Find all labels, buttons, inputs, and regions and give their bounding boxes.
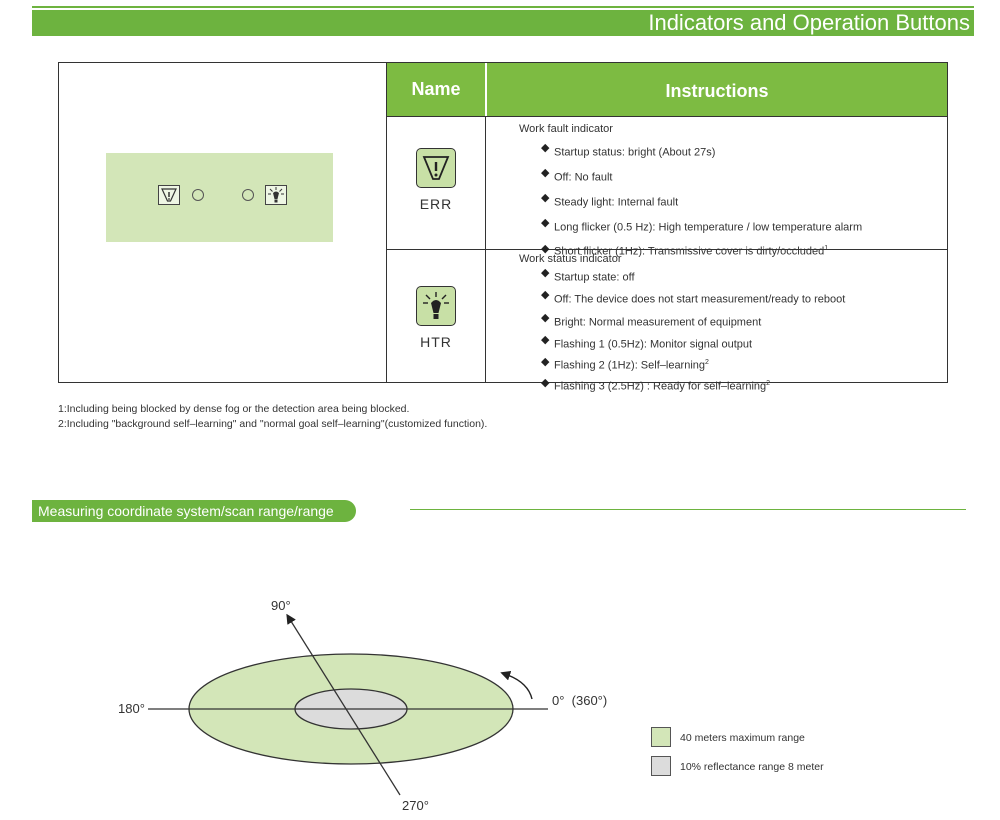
device-panel (106, 153, 333, 242)
list-item: Short flicker (1Hz): Transmissive cover … (541, 239, 944, 262)
fault-warning-icon (416, 148, 456, 188)
list-item: Steady light: Internal fault (541, 188, 944, 213)
section-divider-line (410, 509, 966, 510)
section-title: Measuring coordinate system/scan range/r… (32, 500, 356, 522)
angle-0-label: 0° (360°) (552, 693, 607, 708)
angle-180-label: 180° (118, 701, 145, 716)
list-item: Bright: Normal measurement of equipment (541, 310, 944, 332)
htr-label: HTR (420, 334, 452, 350)
title-bar: Indicators and Operation Buttons (32, 10, 974, 36)
angle-90-label: 90° (271, 598, 291, 613)
fault-warning-icon (158, 185, 180, 205)
err-list: Startup status: bright (About 27s) Off: … (519, 138, 944, 262)
err-label: ERR (419, 196, 453, 212)
top-accent-line (32, 6, 974, 8)
diagonal-axis (286, 613, 401, 796)
footnotes: 1:Including being blocked by dense fog o… (58, 402, 487, 432)
err-instructions: Work fault indicator Startup status: bri… (519, 123, 944, 262)
row-divider (387, 116, 947, 117)
indicator-table: Name Instructions ERR Work fault indicat… (58, 62, 948, 393)
err-led (192, 189, 204, 201)
err-heading: Work fault indicator (519, 123, 613, 135)
legend-label-max-range: 40 meters maximum range (680, 732, 805, 744)
footnote-1: 1:Including being blocked by dense fog o… (58, 403, 410, 415)
list-item: Flashing 1 (0.5Hz): Monitor signal outpu… (541, 332, 944, 354)
legend-label-reflectance: 10% reflectance range 8 meter (680, 761, 824, 773)
list-item: Off: The device does not start measureme… (541, 287, 944, 309)
list-item: Flashing 3 (2.5Hz) : Ready for self–lear… (541, 375, 944, 396)
status-lamp-icon (416, 286, 456, 326)
page-title: Indicators and Operation Buttons (648, 10, 970, 35)
htr-led (242, 189, 254, 201)
err-name-cell: ERR (387, 148, 485, 212)
header-instructions: Instructions (487, 63, 947, 116)
header-name: Name (387, 63, 486, 116)
list-item: Flashing 2 (1Hz): Self–learning2 (541, 354, 944, 375)
list-item: Off: No fault (541, 163, 944, 188)
htr-instructions: Work status indicator Startup state: off… (519, 253, 944, 397)
list-item: Startup status: bright (About 27s) (541, 138, 944, 163)
htr-list: Startup state: off Off: The device does … (519, 265, 944, 397)
list-item: Startup state: off (541, 265, 944, 287)
htr-heading: Work status indicator (519, 253, 622, 265)
panel-illustration-cell (59, 63, 387, 382)
status-lamp-icon (265, 185, 287, 205)
legend-swatch-max-range (651, 727, 671, 747)
rotation-arrow (500, 670, 533, 700)
legend-swatch-reflectance (651, 756, 671, 776)
angle-270-label: 270° (402, 798, 429, 813)
list-item: Long flicker (0.5 Hz): High temperature … (541, 213, 944, 238)
htr-name-cell: HTR (387, 286, 485, 350)
footnote-2: 2:Including "background self–learning" a… (58, 418, 488, 430)
